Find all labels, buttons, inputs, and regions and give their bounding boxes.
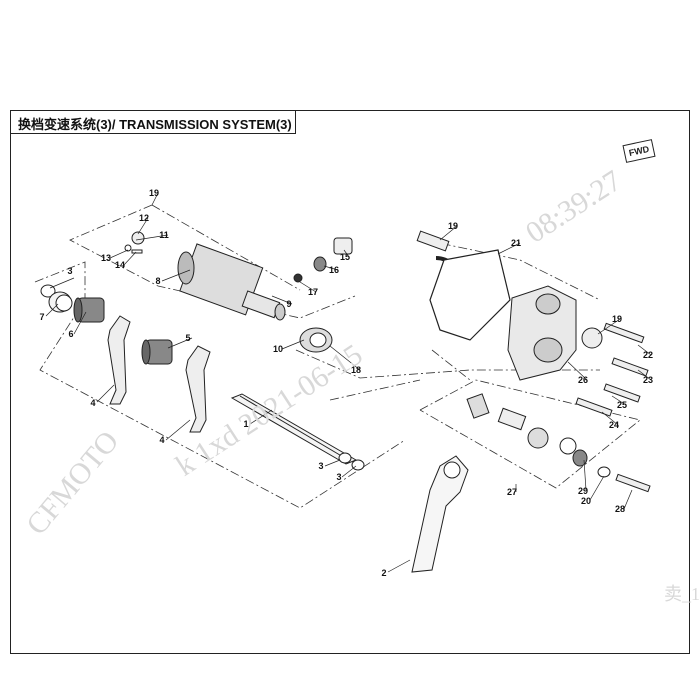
callout-label-24: 24	[609, 420, 619, 430]
parts	[40, 230, 651, 573]
callout-label-3: 3	[336, 472, 341, 482]
callout-label-19: 19	[612, 314, 622, 324]
callout-label-16: 16	[329, 265, 339, 275]
callout-label-22: 22	[643, 350, 653, 360]
cover-gasket	[429, 249, 511, 341]
callout-label-29: 29	[578, 486, 588, 496]
callout-leader	[249, 409, 273, 425]
callout-leader	[167, 337, 193, 349]
callout-label-17: 17	[308, 287, 318, 297]
bolts	[575, 322, 651, 493]
callout-leader	[109, 249, 129, 259]
callout-label-4: 4	[159, 435, 164, 445]
group-28-boundary	[69, 204, 356, 319]
callout-label-3: 3	[67, 266, 72, 276]
callout-label-4: 4	[90, 398, 95, 408]
diagram-title: 换档变速系统(3)/ TRANSMISSION SYSTEM(3)	[18, 117, 292, 132]
callout-leader	[637, 344, 652, 356]
callout-label-13: 13	[101, 253, 111, 263]
callout-label-8: 8	[155, 276, 160, 286]
shift-drum	[177, 243, 286, 321]
callout-leader	[343, 249, 350, 258]
callout-label-5: 5	[185, 333, 190, 343]
callout-label-28: 28	[615, 504, 625, 514]
callout-leader	[271, 295, 293, 305]
callout-leader	[341, 465, 357, 478]
callout-leader	[137, 217, 149, 235]
callout-leader	[161, 269, 191, 282]
callout-label-21: 21	[511, 238, 521, 248]
callout-label-2: 2	[381, 568, 386, 578]
spring-6	[73, 297, 105, 323]
callout-leader	[135, 234, 169, 241]
callout-leader	[567, 361, 588, 381]
callout-label-20: 20	[581, 496, 591, 506]
callout-leader	[96, 384, 115, 403]
shift-pedal	[411, 455, 469, 573]
callout-label-27: 27	[507, 487, 517, 497]
callout-label-11: 11	[159, 230, 169, 240]
callout-leader	[299, 281, 317, 293]
callout-label-26: 26	[578, 375, 588, 385]
callout-label-12: 12	[139, 213, 149, 223]
callout-leader	[597, 318, 621, 335]
callout-label-19: 19	[448, 221, 458, 231]
callout-label-18: 18	[351, 365, 361, 375]
callout-label-7: 7	[39, 312, 44, 322]
spring-5	[141, 339, 173, 365]
callout-leader	[123, 251, 137, 266]
shift-fork-right	[185, 345, 211, 433]
callout-label-14: 14	[115, 260, 125, 270]
callout-label-3: 3	[318, 461, 323, 471]
title-box	[10, 110, 296, 134]
callout-leader	[589, 475, 605, 501]
callout-leader	[601, 411, 619, 426]
callout-leader	[387, 559, 411, 573]
callout-leader	[73, 311, 87, 335]
callout-label-23: 23	[643, 375, 653, 385]
callout-leader	[281, 339, 305, 350]
diagram-frame	[10, 110, 690, 654]
callout-leader	[583, 459, 587, 491]
callout-leader	[49, 277, 75, 289]
shift-fork-left	[107, 315, 131, 405]
callout-label-9: 9	[286, 299, 291, 309]
callout-label-15: 15	[340, 252, 350, 262]
callout-leader	[623, 489, 633, 510]
callout-leader	[151, 192, 159, 206]
group-29-boundary	[419, 379, 641, 489]
callout-leader	[324, 459, 341, 467]
callout-label-1: 1	[243, 419, 248, 429]
callout-label-19: 19	[149, 188, 159, 198]
callout-leader	[323, 265, 339, 271]
callout-label-10: 10	[273, 344, 283, 354]
callout-leader	[611, 395, 627, 406]
callout-label-6: 6	[68, 329, 73, 339]
callout-leader	[637, 369, 652, 381]
callout-label-25: 25	[617, 400, 627, 410]
callouts: 1233344567891011121314151617181919192021…	[39, 188, 653, 578]
callout-leader	[497, 242, 521, 255]
callout-leader	[329, 345, 361, 371]
callout-leader	[165, 419, 191, 441]
callout-leader	[439, 225, 458, 241]
callout-leader	[45, 303, 59, 317]
